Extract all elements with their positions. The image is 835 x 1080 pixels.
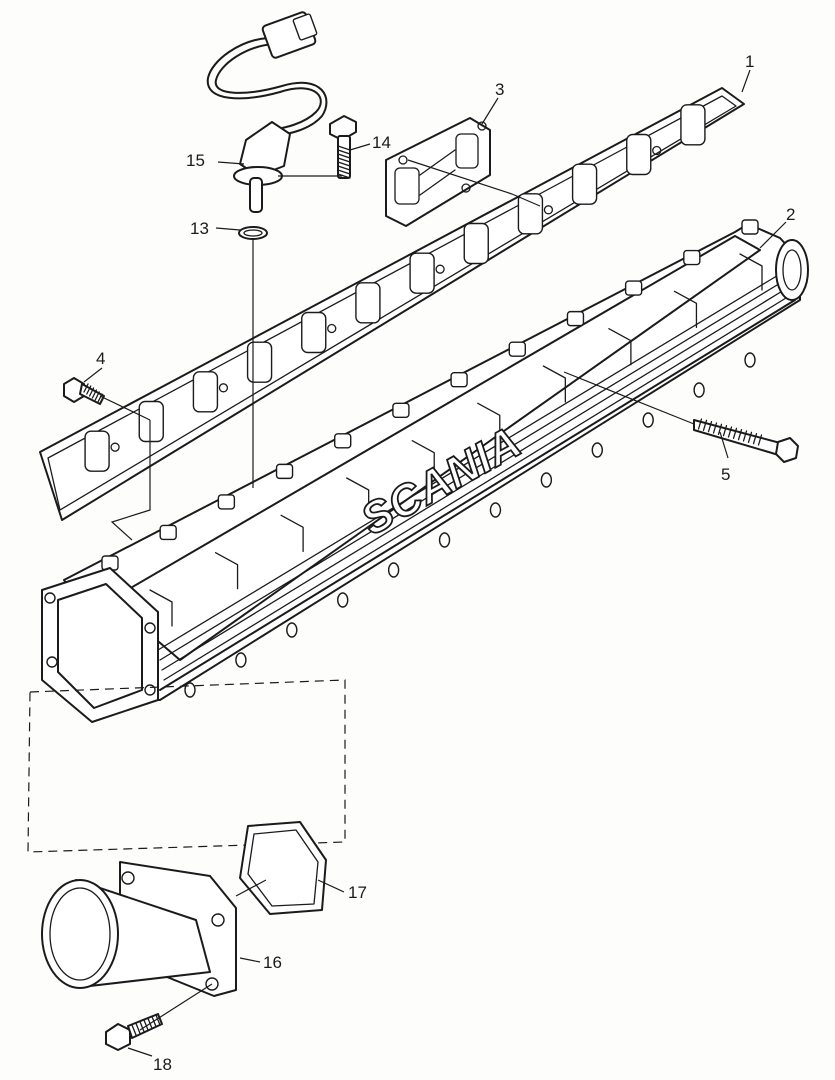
part-4-bolt [63, 377, 105, 405]
assembly-guide-lines [99, 159, 695, 1031]
label-13: 13 [190, 219, 209, 238]
label-3: 3 [495, 80, 504, 99]
part-15-sensor [206, 11, 328, 213]
part-17-elbow-gasket [239, 821, 327, 915]
part-13-o-ring [238, 226, 268, 240]
label-17: 17 [348, 883, 367, 902]
part-1-manifold-gasket [39, 87, 745, 521]
part-16-elbow-pipe [41, 861, 237, 997]
label-16: 16 [263, 953, 282, 972]
label-5: 5 [721, 465, 730, 484]
part-5-bolt [693, 418, 799, 463]
label-15: 15 [186, 151, 205, 170]
label-4: 4 [96, 349, 105, 368]
label-18: 18 [153, 1055, 172, 1074]
callout-labels: 1 2 3 4 5 13 14 15 16 17 18 [96, 52, 795, 1074]
part-18-bolt [105, 1013, 163, 1051]
label-2: 2 [786, 205, 795, 224]
label-1: 1 [745, 52, 754, 71]
leader-lines [83, 69, 787, 1057]
part-3-small-gasket [385, 117, 491, 227]
dashed-projection [27, 679, 346, 853]
part-14-bolt [329, 115, 357, 179]
part-2-intake-manifold: SCANIA [41, 219, 809, 723]
label-14: 14 [372, 133, 391, 152]
